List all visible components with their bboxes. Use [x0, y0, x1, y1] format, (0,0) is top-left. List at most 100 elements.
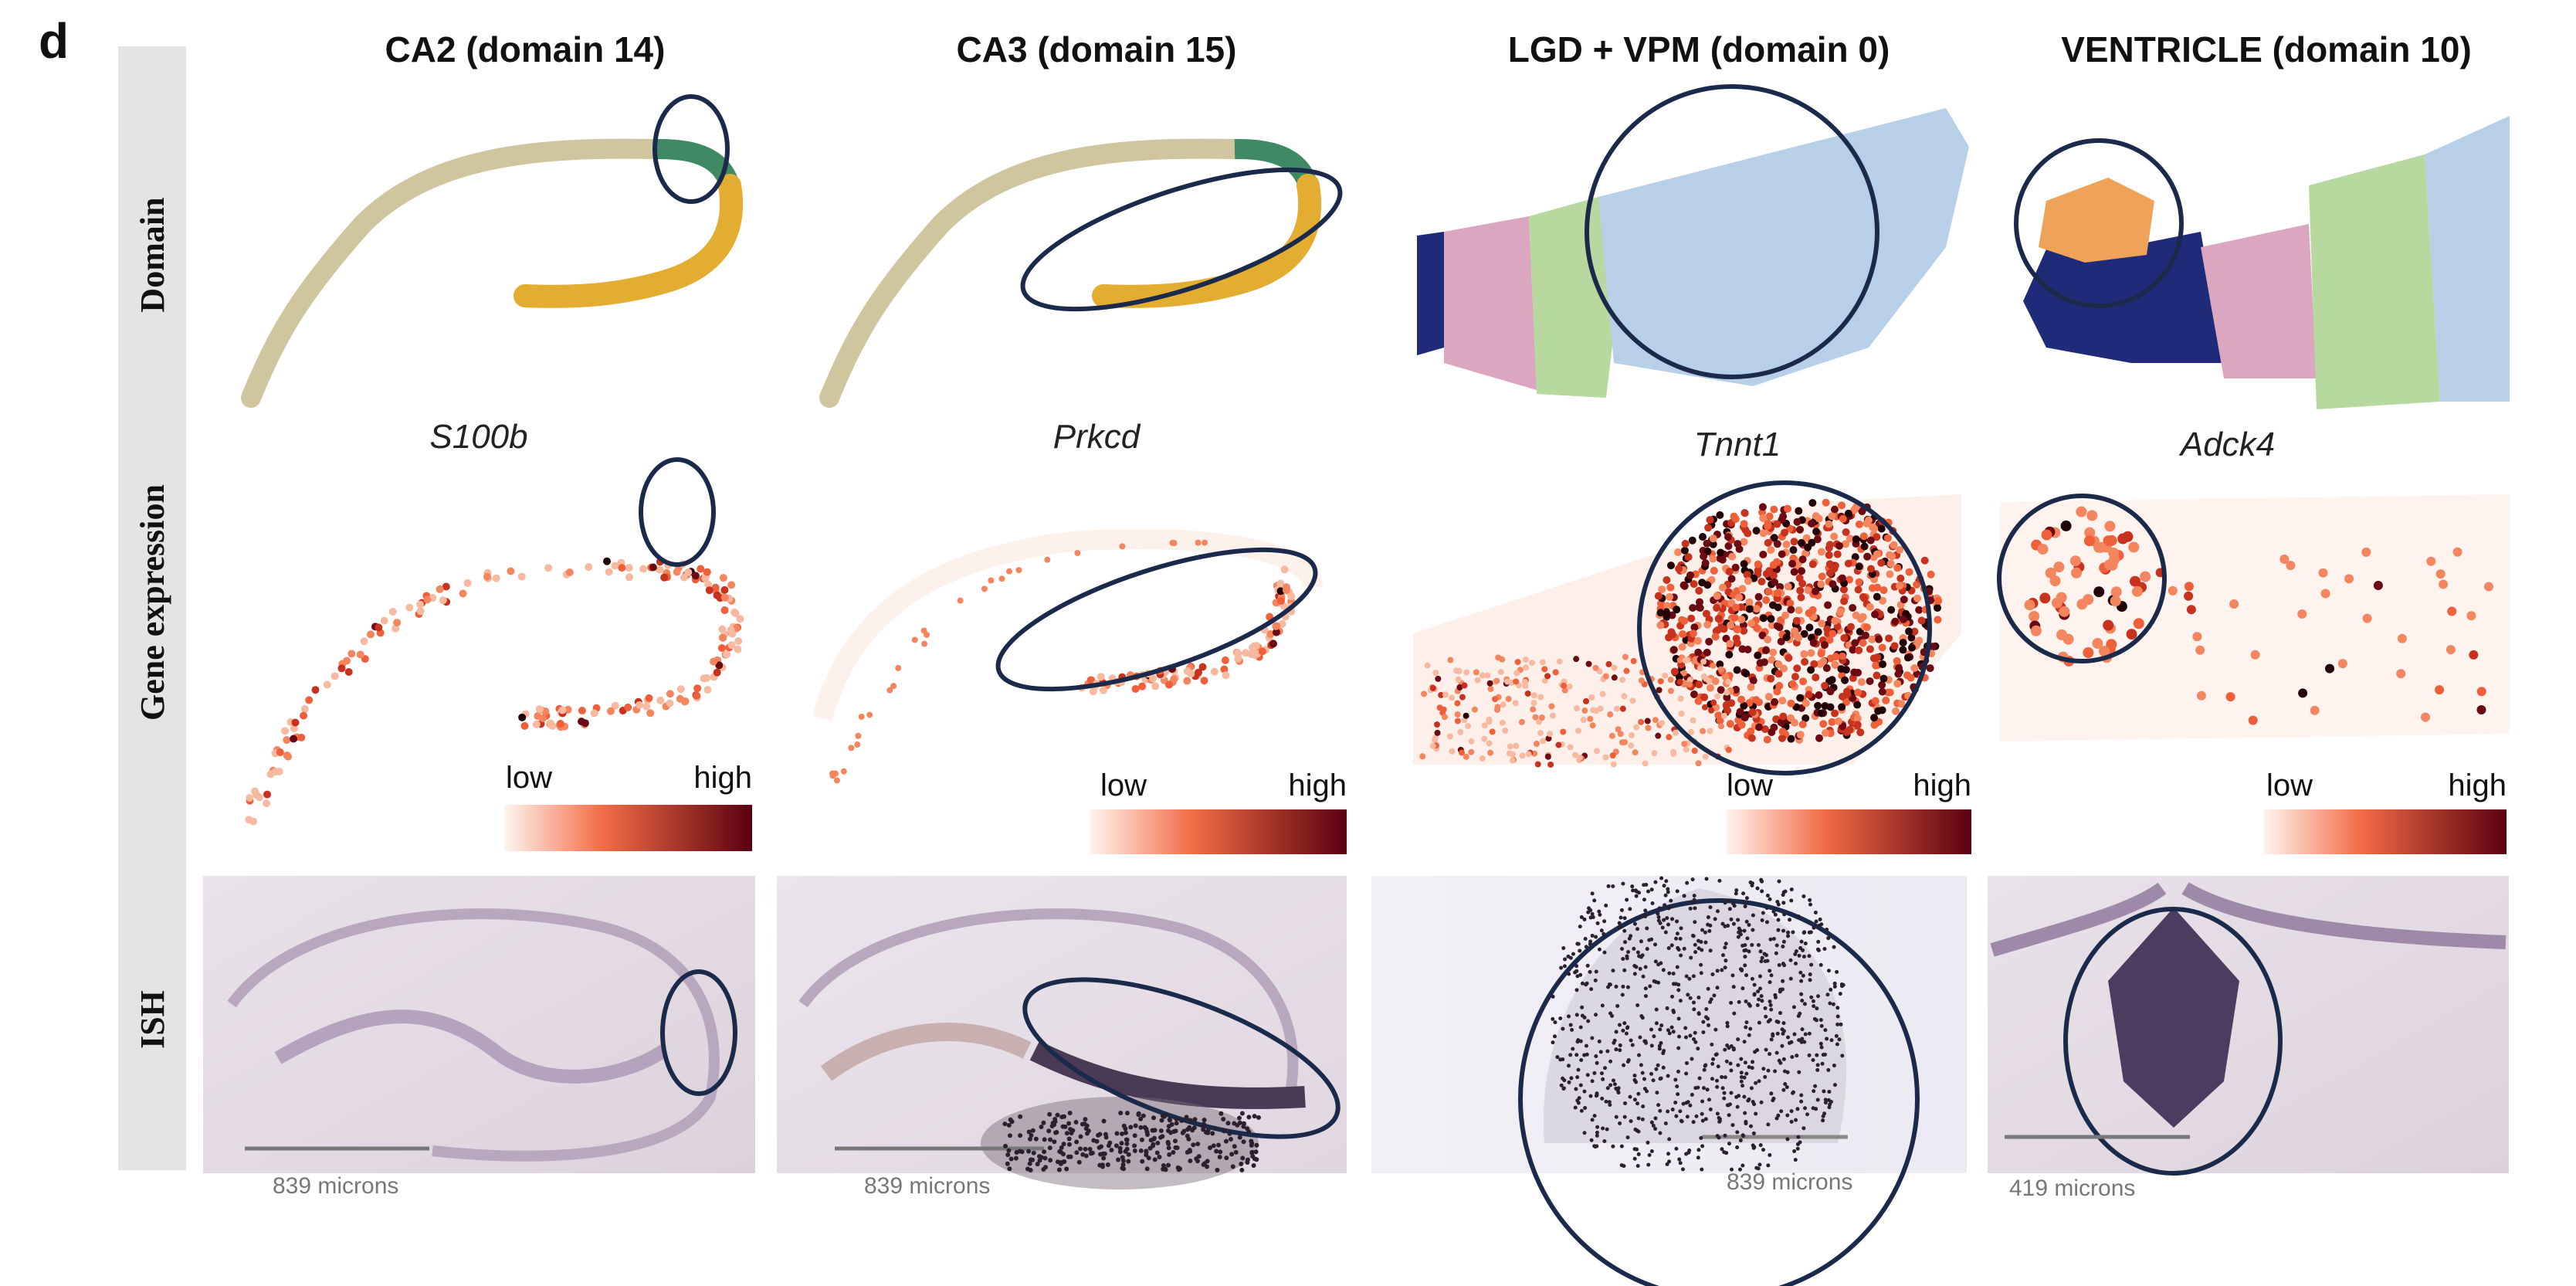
expression-dot [2192, 632, 2202, 642]
expression-dot [1656, 911, 1660, 916]
expression-dot [1812, 528, 1821, 536]
expression-dot [1597, 909, 1602, 914]
expression-dot [1822, 1111, 1827, 1116]
expression-dot [1724, 1059, 1729, 1064]
expression-dot [544, 564, 553, 572]
expression-dot [1597, 947, 1602, 952]
expression-dot [1666, 922, 1671, 927]
expression-dot [1768, 937, 1773, 942]
expression-dot [1747, 619, 1756, 628]
expression-dot [1737, 615, 1746, 623]
expression-dot [1666, 887, 1670, 891]
expression-dot [1702, 609, 1710, 618]
expression-dot [1576, 1101, 1581, 1105]
expression-dot [1798, 555, 1807, 564]
expression-dot [1484, 672, 1491, 679]
expression-dot [1769, 973, 1774, 978]
expression-dot [300, 711, 308, 720]
expression-dot [1200, 677, 1208, 685]
expression-dot [1573, 656, 1580, 663]
expression-dot [1074, 549, 1081, 556]
expression-dot [1593, 978, 1598, 982]
expression-dot [1656, 914, 1661, 919]
expression-dot [1642, 1087, 1647, 1091]
expression-dot [1688, 1103, 1693, 1108]
expression-dot [1703, 620, 1712, 629]
expression-dot [1602, 754, 1609, 761]
expression-dot [1649, 887, 1654, 892]
expression-dot [1707, 1098, 1711, 1102]
expression-dot [2469, 650, 2479, 660]
expression-dot [981, 585, 988, 592]
expression-dot [366, 630, 375, 639]
expression-dot [1754, 1166, 1759, 1170]
expression-dot [1502, 728, 1509, 735]
expression-dot [1796, 731, 1805, 739]
expression-dot [1819, 720, 1828, 728]
expression-dot [1147, 1145, 1153, 1151]
expression-dot [1242, 649, 1250, 657]
expression-dot [1195, 1142, 1201, 1147]
expression-dot [1703, 675, 1710, 682]
expression-dot [1635, 1101, 1640, 1106]
highlight-circle [652, 94, 730, 204]
expression-dot [1593, 1145, 1598, 1149]
expression-dot [1713, 1027, 1718, 1032]
expression-dot [1673, 1100, 1678, 1104]
expression-dot [1228, 1136, 1233, 1142]
expression-dot [2053, 562, 2065, 573]
expression-dot [1768, 728, 1776, 737]
expression-dot [1753, 1050, 1757, 1054]
expression-dot [391, 624, 400, 633]
expression-dot [1658, 1077, 1663, 1081]
expression-dot [1849, 646, 1857, 654]
expression-dot [1586, 1019, 1591, 1023]
expression-dot [1679, 953, 1683, 958]
expression-dot [1764, 519, 1772, 528]
expression-dot [1826, 1098, 1831, 1102]
expression-dot [1725, 746, 1732, 753]
expression-dot [311, 686, 320, 694]
expression-dot [1124, 1141, 1130, 1146]
expression-dot [492, 574, 500, 582]
expression-dot [1029, 1133, 1034, 1138]
expression-dot [1463, 712, 1469, 719]
expression-dot [1673, 1077, 1678, 1082]
expression-dot [1623, 667, 1630, 674]
expression-dot [1769, 1037, 1774, 1042]
expression-dot [1878, 706, 1886, 714]
expression-dot [1663, 930, 1668, 935]
expression-dot [2297, 609, 2307, 619]
expression-dot [1602, 950, 1607, 955]
expression-dot [1789, 546, 1798, 555]
expression-dot [1800, 999, 1805, 1003]
expression-dot [1662, 918, 1666, 922]
expression-dot [1547, 761, 1554, 768]
expression-dot [1737, 695, 1746, 704]
expression-dot [1058, 1149, 1063, 1155]
expression-dot [1798, 1140, 1802, 1145]
expression-dot [1675, 919, 1679, 924]
expression-dot [1832, 1083, 1837, 1088]
expression-dot [1617, 921, 1622, 925]
expression-dot [1760, 955, 1764, 960]
expression-dot [1734, 888, 1739, 893]
expression-dot [1713, 592, 1721, 600]
expression-dot [1630, 884, 1635, 889]
expression-dot [1907, 674, 1915, 682]
expression-dot [1774, 1019, 1779, 1023]
expression-dot [1632, 749, 1639, 756]
expression-dot [1608, 1083, 1613, 1088]
expression-dot [1700, 552, 1708, 561]
scale-bar-label: 419 microns [2009, 1176, 2135, 1201]
expression-dot [1724, 942, 1728, 946]
expression-dot [1838, 992, 1842, 996]
expression-dot [1702, 753, 1709, 760]
expression-dot [1868, 635, 1876, 643]
expression-dot [1799, 939, 1804, 944]
colorbar-high-label: high [693, 761, 752, 795]
expression-dot [1773, 520, 1781, 528]
expression-dot [2060, 520, 2072, 531]
expression-dot [1808, 606, 1817, 614]
expression-dot [1713, 917, 1717, 921]
